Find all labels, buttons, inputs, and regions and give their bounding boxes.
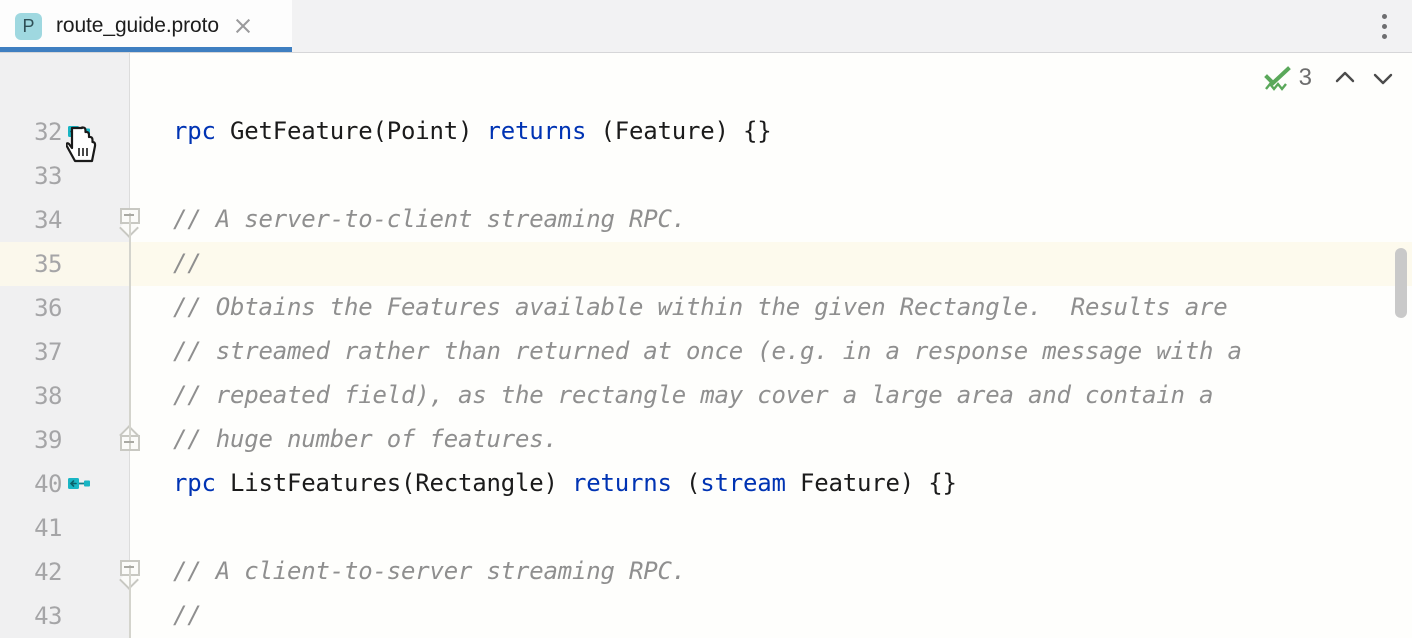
vertical-scrollbar-thumb[interactable] — [1395, 248, 1407, 318]
code-line-32[interactable]: 32 rpc GetFeature(Point) returns (Feature… — [0, 110, 1412, 154]
comment-token: // A client-to-server streaming RPC. — [173, 557, 686, 585]
more-options-icon[interactable] — [1372, 11, 1396, 41]
inspection-count: 3 — [1298, 64, 1312, 91]
comment-token: // — [173, 601, 202, 629]
inspection-widget[interactable]: 3 — [1263, 61, 1400, 95]
line-number-37: 37 — [34, 338, 62, 366]
line-number-36: 36 — [34, 294, 62, 322]
close-icon[interactable] — [233, 16, 253, 36]
plain-token: GetFeature(Point) — [215, 117, 487, 145]
line-number-41: 41 — [34, 514, 62, 542]
code-text-line-37[interactable]: // streamed rather than returned at once… — [173, 337, 1242, 365]
code-line-37[interactable]: 37 // streamed rather than returned at on… — [0, 330, 1412, 374]
line-number-43: 43 — [34, 602, 62, 630]
code-text-line-36[interactable]: // Obtains the Features available within… — [173, 293, 1228, 321]
line-number-38: 38 — [34, 382, 62, 410]
code-line-33[interactable]: 33 — [0, 154, 1412, 198]
implementations-arrow-icon[interactable] — [68, 476, 90, 492]
code-text-line-43[interactable]: // — [173, 601, 202, 629]
keyword-token: rpc — [173, 469, 216, 497]
code-line-43[interactable]: 43 // — [0, 594, 1412, 638]
line-number-39: 39 — [34, 426, 62, 454]
keyword-token: rpc — [173, 117, 216, 145]
active-tab-underline — [0, 47, 292, 52]
implementations-arrow-icon[interactable] — [68, 124, 90, 140]
editor-tab-bar: P route_guide.proto — [0, 0, 1412, 53]
code-line-38[interactable]: 38 // repeated field), as the rectangle m… — [0, 374, 1412, 418]
comment-token: // Obtains the Features available within… — [173, 293, 1228, 321]
previous-problem-icon[interactable] — [1328, 61, 1362, 95]
code-line-34[interactable]: 34 // A server-to-client streaming RPC. — [0, 198, 1412, 242]
code-line-35[interactable]: 35 // — [0, 242, 1412, 286]
vertical-scrollbar[interactable] — [1390, 53, 1412, 638]
line-number-35: 35 — [34, 250, 62, 278]
line-number-42: 42 — [34, 558, 62, 586]
line-number-33: 33 — [34, 162, 62, 190]
line-number-34: 34 — [34, 206, 62, 234]
keyword-token: stream — [700, 469, 786, 497]
code-text-line-39[interactable]: // huge number of features. — [173, 425, 558, 453]
fold-region-line-42-onward — [129, 565, 131, 638]
plain-token: ( — [671, 469, 701, 497]
next-problem-icon[interactable] — [1366, 61, 1400, 95]
caret-line-gutter-highlight — [0, 242, 130, 286]
code-text-line-35[interactable]: // — [173, 249, 202, 277]
fold-region-line-34-39 — [129, 213, 131, 449]
code-line-42[interactable]: 42 // A client-to-server streaming RPC. — [0, 550, 1412, 594]
code-text-line-38[interactable]: // repeated field), as the rectangle may… — [173, 381, 1213, 409]
code-line-40[interactable]: 40 rpc ListFeatures(Rectangle) returns (s… — [0, 462, 1412, 506]
code-text-line-40[interactable]: rpc ListFeatures(Rectangle) returns (str… — [173, 469, 957, 497]
comment-token: // A server-to-client streaming RPC. — [173, 205, 686, 233]
plain-token: ListFeatures(Rectangle) — [215, 469, 572, 497]
code-line-41[interactable]: 41 — [0, 506, 1412, 550]
comment-token: // streamed rather than returned at once… — [173, 337, 1242, 365]
plain-token: Feature) {} — [785, 469, 957, 497]
editor-tab-route-guide-proto[interactable]: P route_guide.proto — [0, 0, 292, 52]
comment-token: // huge number of features. — [173, 425, 558, 453]
editor-gutter[interactable] — [0, 53, 130, 638]
line-number-40: 40 — [34, 470, 62, 498]
comment-token: // repeated field), as the rectangle may… — [173, 381, 1214, 409]
keyword-token: returns — [486, 117, 587, 145]
comment-token: // — [173, 249, 202, 277]
editor-tab-label: route_guide.proto — [56, 14, 219, 37]
code-line-36[interactable]: 36 // Obtains the Features available with… — [0, 286, 1412, 330]
code-text-line-42[interactable]: // A client-to-server streaming RPC. — [173, 557, 686, 585]
line-number-32: 32 — [34, 118, 62, 146]
plain-token: (Feature) {} — [586, 117, 772, 145]
code-text-line-32[interactable]: rpc GetFeature(Point) returns (Feature) … — [173, 117, 772, 145]
inspection-ok-icon — [1263, 63, 1293, 93]
code-line-39[interactable]: 39 // huge number of features. — [0, 418, 1412, 462]
code-text-line-34[interactable]: // A server-to-client streaming RPC. — [173, 205, 686, 233]
caret-line-highlight — [131, 242, 1412, 286]
keyword-token: returns — [571, 469, 672, 497]
proto-file-icon: P — [15, 12, 42, 40]
